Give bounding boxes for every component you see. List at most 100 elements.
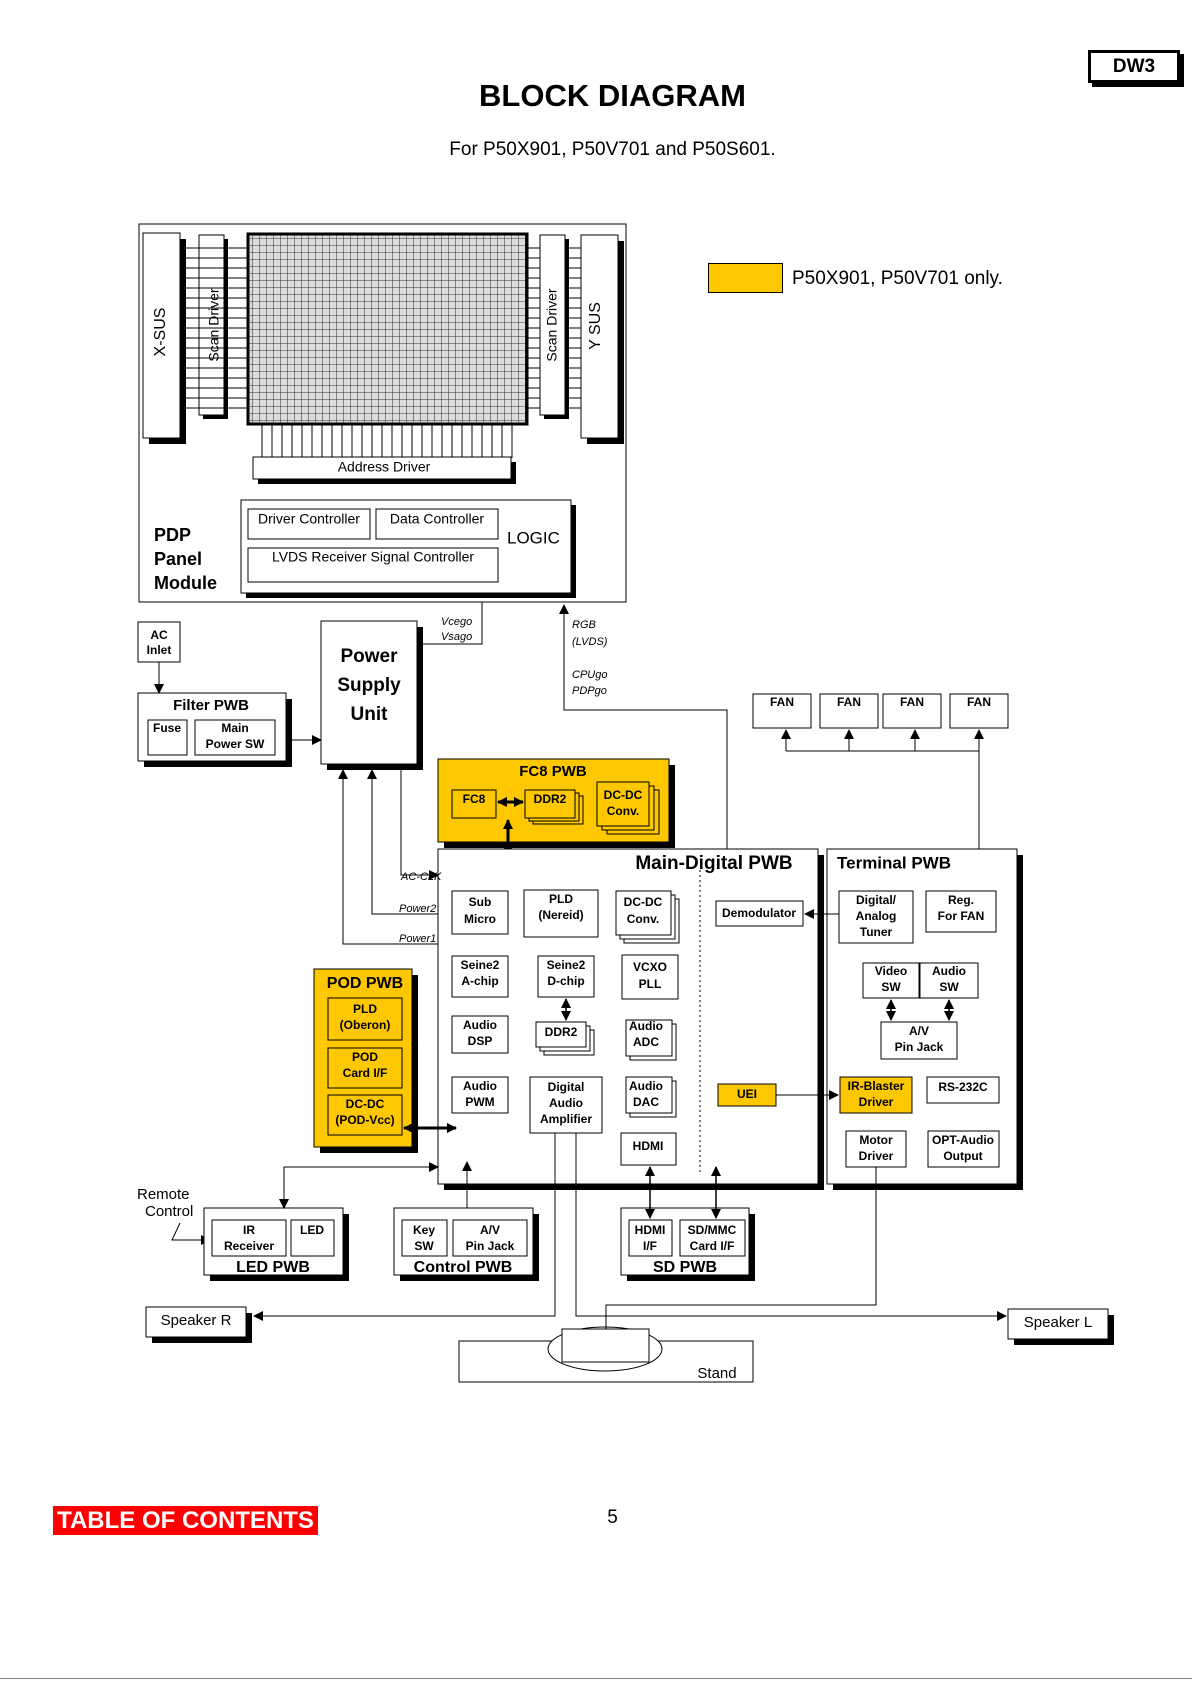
table-of-contents-link[interactable]: TABLE OF CONTENTS: [53, 1506, 318, 1535]
psu-label-2: Supply: [337, 675, 401, 696]
pdp-panel-module: X-SUS Scan Driver: [138, 223, 627, 603]
pod-dcdc-label-2: (POD-Vcc): [335, 1113, 394, 1127]
speaker-l-label: Speaker L: [1024, 1314, 1092, 1331]
opt-audio-label-2: Output: [943, 1149, 982, 1163]
av-pin-jack-terminal-label-1: A/V: [909, 1024, 929, 1038]
fan-3-label: FAN: [900, 695, 924, 709]
tuner-label-2: Analog: [856, 909, 897, 923]
ir-blaster-label-2: Driver: [859, 1095, 894, 1109]
fan-2-label: FAN: [837, 695, 861, 709]
demodulator-label: Demodulator: [722, 906, 796, 920]
logic-label: LOGIC: [507, 528, 560, 547]
fc8-ddr2-label: DDR2: [534, 792, 567, 806]
reg-fan-label-1: Reg.: [948, 893, 974, 907]
legend-swatch: [708, 263, 783, 293]
seine-a-label-1: Seine2: [461, 958, 500, 972]
vcxo-pll-label-1: VCXO: [633, 960, 667, 974]
pod-pld-label-1: PLD: [353, 1002, 377, 1016]
motor-driver-label-2: Driver: [859, 1149, 894, 1163]
audio-sw-label-1: Audio: [932, 964, 966, 978]
led-pwb-title: LED PWB: [236, 1259, 310, 1276]
power2-label: Power2: [399, 903, 436, 915]
key-sw-label-2: SW: [414, 1239, 434, 1253]
rgb-label: RGB: [572, 619, 596, 631]
key-sw-label-1: Key: [413, 1223, 435, 1237]
pdp-label-1: PDP: [154, 525, 191, 545]
fc8-pwb-title: FC8 PWB: [519, 763, 587, 780]
psu-label-3: Unit: [351, 704, 389, 725]
bottom-divider: [0, 1678, 1192, 1679]
fc8-dcdc-label-1: DC-DC: [604, 788, 643, 802]
sub-micro-label-1: Sub: [469, 895, 492, 909]
av-pin-jack-control-label-1: A/V: [480, 1223, 500, 1237]
terminal-pwb-title: Terminal PWB: [837, 853, 951, 872]
main-digital-pwb: Main-Digital PWB Sub Micro PLD (Nereid) …: [437, 848, 824, 1190]
audio-pwm-label-2: PWM: [465, 1095, 494, 1109]
fc8-pwb: FC8 PWB FC8 DDR2 DC-DC Conv.: [437, 758, 675, 856]
seine-d-label-1: Seine2: [547, 958, 586, 972]
fuse-label: Fuse: [153, 721, 181, 735]
hdmi-if-label-2: I/F: [643, 1239, 657, 1253]
remote-control-label-2: Control: [145, 1203, 193, 1220]
tuner-label-3: Tuner: [860, 925, 893, 939]
rgb-path: RGB (LVDS) CPUgo PDPgo: [559, 604, 728, 849]
speaker-r-label: Speaker R: [161, 1312, 232, 1329]
main-dcdc-label-1: DC-DC: [624, 895, 663, 909]
page-badge: DW3: [1088, 50, 1180, 83]
digital-amp-label-1: Digital: [548, 1080, 585, 1094]
main-digital-title: Main-Digital PWB: [635, 853, 792, 874]
main-dcdc-label-2: Conv.: [627, 912, 659, 926]
digital-amp-label-2: Audio: [549, 1096, 583, 1110]
fc8-dcdc-label-2: Conv.: [607, 804, 639, 818]
stand-label: Stand: [697, 1365, 736, 1382]
page-number: 5: [607, 1507, 618, 1528]
sd-pwb-title: SD PWB: [653, 1259, 717, 1276]
power1-label: Power1: [399, 933, 436, 945]
fans: FAN FAN FAN FAN: [752, 693, 1009, 891]
control-pwb: Key SW A/V Pin Jack Control PWB: [393, 1161, 539, 1281]
ir-receiver-label-1: IR: [243, 1223, 255, 1237]
audio-pwm-label-1: Audio: [463, 1079, 497, 1093]
pod-pwb-title: POD PWB: [327, 975, 403, 992]
video-sw-label-1: Video: [875, 964, 907, 978]
seine-d-label-2: D-chip: [547, 974, 584, 988]
main-hdmi-label: HDMI: [633, 1139, 664, 1153]
fan-1-label: FAN: [770, 695, 794, 709]
hdmi-if-label-1: HDMI: [635, 1223, 666, 1237]
av-pin-jack-terminal-label-2: Pin Jack: [895, 1040, 944, 1054]
power-section: AC Inlet Filter PWB Fuse Main Power SW P…: [137, 602, 483, 770]
address-driver-label: Address Driver: [338, 459, 431, 475]
ac-clk-label: AC-CLK: [400, 871, 442, 883]
audio-adc-label-2: ADC: [633, 1035, 659, 1049]
sd-pwb: HDMI I/F SD/MMC Card I/F SD PWB: [620, 1166, 755, 1281]
pdpgo-label: PDPgo: [572, 685, 607, 697]
pld-nereid-label-1: PLD: [549, 892, 573, 906]
ir-receiver-label-2: Receiver: [224, 1239, 274, 1253]
main-power-sw-label-1: Main: [221, 721, 248, 735]
audio-dsp-label-1: Audio: [463, 1018, 497, 1032]
ir-blaster-label-1: IR-Blaster: [848, 1079, 905, 1093]
power-lines: [338, 764, 439, 945]
lvds-signal-label: (LVDS): [572, 636, 608, 648]
audio-dsp-label-2: DSP: [468, 1034, 493, 1048]
rs232c-label: RS-232C: [938, 1080, 988, 1094]
cpugo-label: CPUgo: [572, 669, 607, 681]
driver-controller-label: Driver Controller: [258, 511, 360, 527]
filter-pwb-title: Filter PWB: [173, 697, 249, 714]
pld-nereid-label-2: (Nereid): [538, 908, 583, 922]
motor-driver-label-1: Motor: [859, 1133, 893, 1147]
remote-control-label-1: Remote: [137, 1186, 190, 1203]
scan-driver-right-label: Scan Driver: [544, 288, 560, 361]
seine-a-label-2: A-chip: [461, 974, 498, 988]
video-sw-label-2: SW: [881, 980, 901, 994]
pdp-label-2: Panel: [154, 549, 202, 569]
opt-audio-label-1: OPT-Audio: [932, 1133, 994, 1147]
speaker-l: Speaker L: [1007, 1308, 1114, 1345]
sd-mmc-label-1: SD/MMC: [688, 1223, 737, 1237]
psu-label-1: Power: [340, 646, 398, 667]
main-ddr2-label: DDR2: [545, 1025, 578, 1039]
pdp-label-3: Module: [154, 573, 217, 593]
vsago-label: Vsago: [441, 631, 472, 643]
ac-inlet-label-2: Inlet: [147, 643, 172, 657]
